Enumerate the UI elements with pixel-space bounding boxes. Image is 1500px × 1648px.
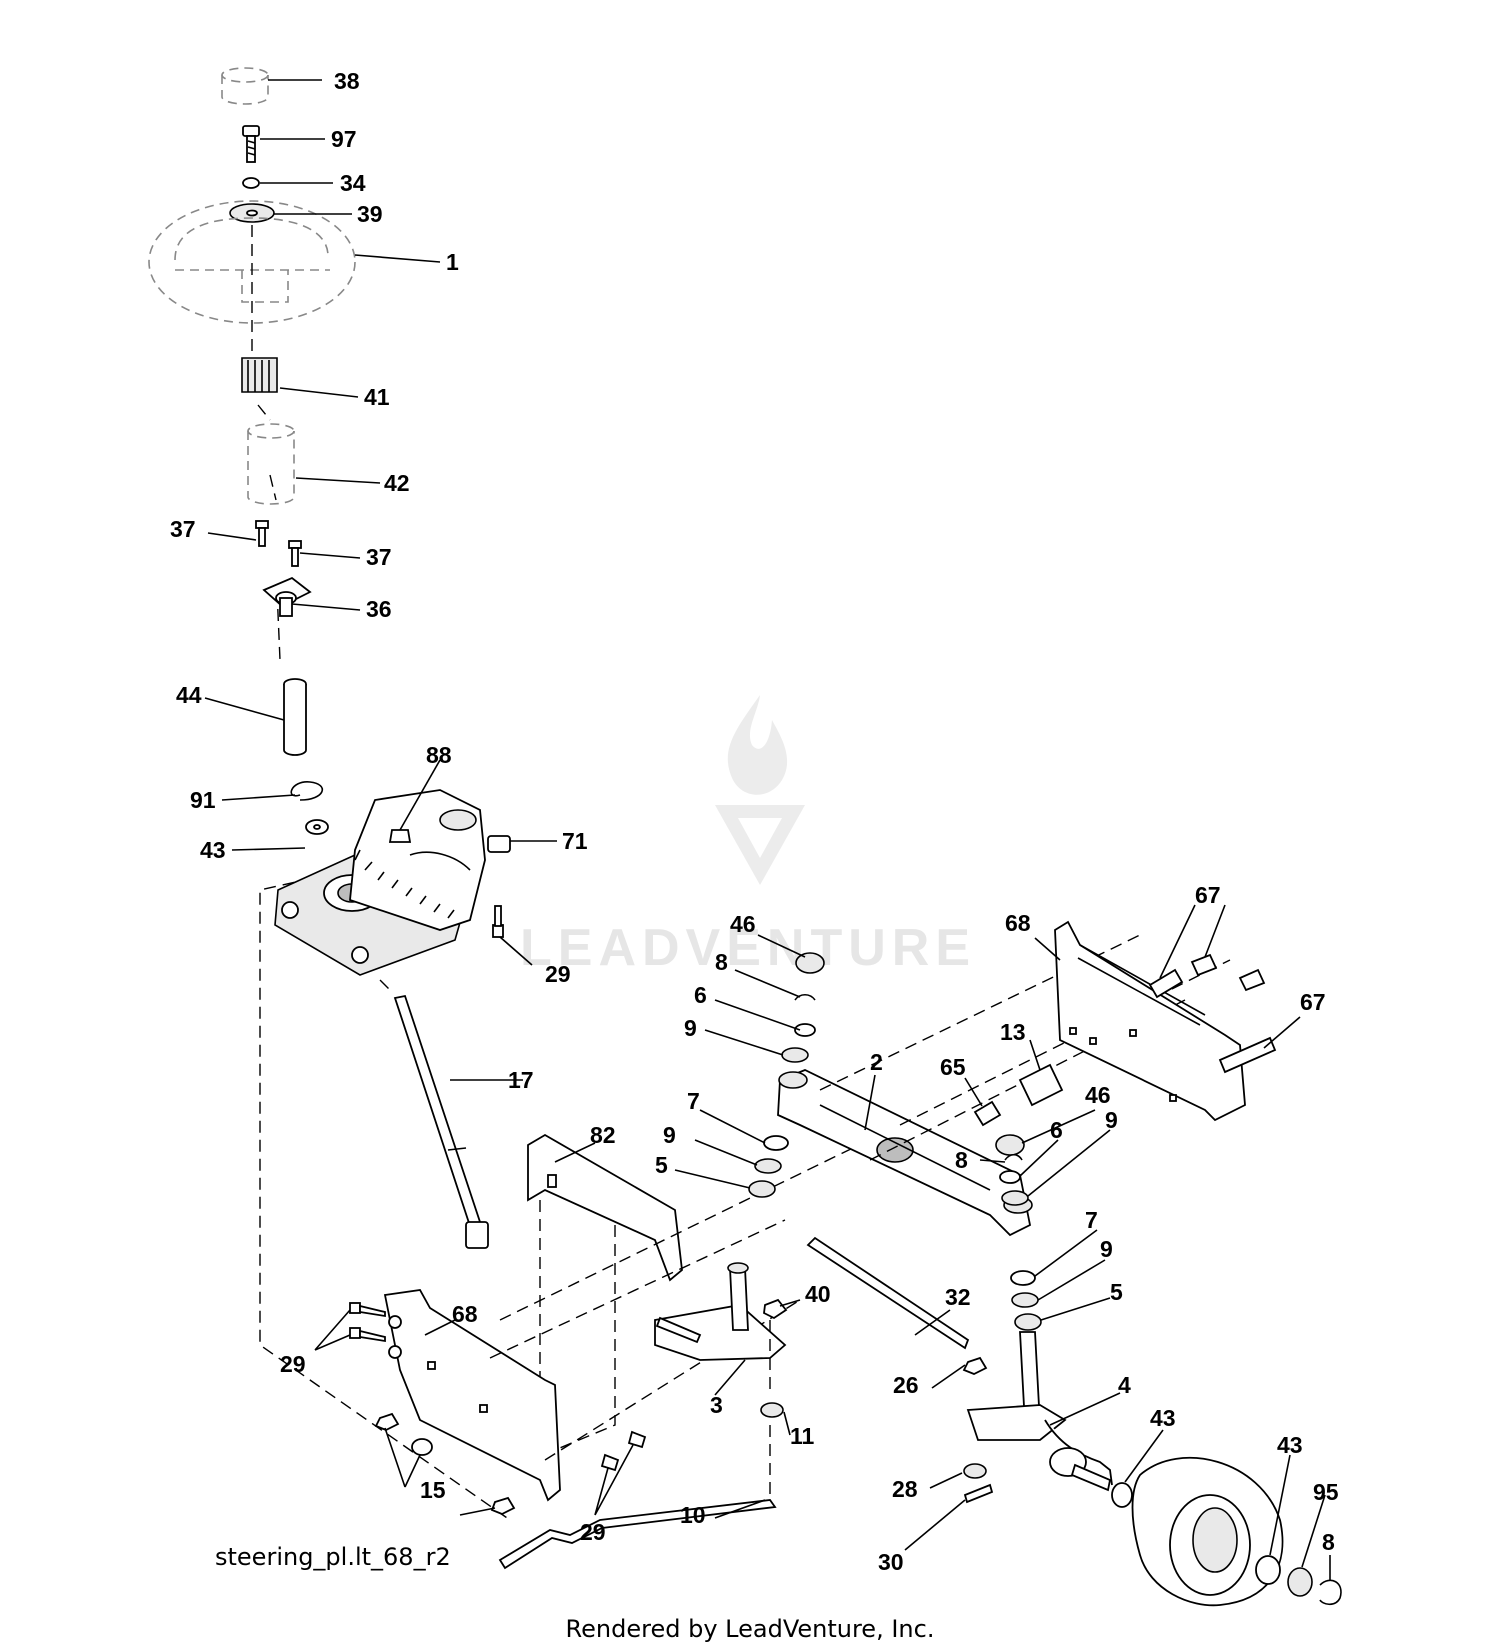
callout-28: 28 — [892, 1476, 918, 1502]
callout-38: 38 — [334, 68, 360, 94]
callout-65: 65 — [940, 1054, 966, 1080]
callout-10: 10 — [680, 1502, 706, 1528]
callout-40: 40 — [805, 1281, 831, 1307]
callout-8-right: 8 — [955, 1147, 968, 1173]
callout-29-bottom: 29 — [580, 1519, 606, 1545]
callout-8-left: 8 — [715, 949, 728, 975]
spindle-and-wheel-parts — [498, 1236, 1342, 1607]
callout-3: 3 — [710, 1392, 723, 1418]
diagram-filename-label: steering_pl.lt_68_r2 — [215, 1543, 451, 1571]
callout-9-right: 9 — [1105, 1107, 1118, 1133]
callout-17: 17 — [508, 1067, 534, 1093]
callout-67-top: 67 — [1195, 882, 1221, 908]
callout-6-right: 6 — [1050, 1117, 1063, 1143]
callout-68-left: 68 — [452, 1301, 478, 1327]
callout-67-right: 67 — [1300, 989, 1326, 1015]
callout-46-left: 46 — [730, 911, 756, 937]
callout-32: 32 — [945, 1284, 971, 1310]
callout-82: 82 — [590, 1122, 616, 1148]
callout-43-right: 43 — [1150, 1405, 1176, 1431]
callout-8-wheel: 8 — [1322, 1529, 1335, 1555]
callout-43-wheel: 43 — [1277, 1432, 1303, 1458]
watermark-text: LEADVENTURE — [520, 919, 976, 977]
callout-2: 2 — [870, 1049, 883, 1075]
leadventure-watermark: LEADVENTURE — [520, 695, 976, 977]
front-axle-parts — [748, 934, 1231, 1331]
steering-gear-assembly — [259, 789, 511, 1521]
callout-29-gear: 29 — [545, 961, 571, 987]
callout-37-left: 37 — [170, 516, 196, 542]
callout-leaders — [204, 79, 1331, 1580]
callout-5-right: 5 — [1110, 1279, 1123, 1305]
callout-13: 13 — [1000, 1019, 1026, 1045]
callout-7-right: 7 — [1085, 1207, 1098, 1233]
callout-95: 95 — [1313, 1479, 1339, 1505]
callout-26: 26 — [893, 1372, 919, 1398]
callout-9-right-lower: 9 — [1100, 1236, 1113, 1262]
rendered-by-footer: Rendered by LeadVenture, Inc. — [566, 1615, 935, 1643]
callout-71: 71 — [562, 828, 588, 854]
steering-column-parts — [148, 67, 356, 835]
callout-68-right: 68 — [1005, 910, 1031, 936]
callout-30: 30 — [878, 1549, 904, 1575]
callout-11: 11 — [790, 1423, 815, 1449]
callout-37-right: 37 — [366, 544, 392, 570]
callout-15: 15 — [420, 1477, 446, 1503]
callout-42: 42 — [384, 470, 410, 496]
callout-43-upper: 43 — [200, 837, 226, 863]
callout-6-left: 6 — [694, 982, 707, 1008]
left-bracket-parts — [349, 1124, 901, 1515]
callout-91: 91 — [190, 787, 216, 813]
callout-41: 41 — [364, 384, 390, 410]
callout-46-right: 46 — [1085, 1082, 1111, 1108]
right-bracket-parts — [1054, 920, 1277, 1122]
callout-9-left-lower: 9 — [663, 1122, 676, 1148]
callout-labels: 38 97 34 39 1 41 42 37 37 36 44 88 91 43… — [170, 68, 1339, 1575]
callout-4: 4 — [1118, 1372, 1131, 1398]
callout-36: 36 — [366, 596, 392, 622]
callout-44: 44 — [176, 682, 202, 708]
callout-34: 34 — [340, 170, 366, 196]
callout-7-left: 7 — [687, 1088, 700, 1114]
callout-1: 1 — [446, 249, 459, 275]
callout-97: 97 — [331, 126, 357, 152]
callout-29-left: 29 — [280, 1351, 306, 1377]
callout-39: 39 — [357, 201, 383, 227]
callout-5-left: 5 — [655, 1152, 668, 1178]
callout-88: 88 — [426, 742, 452, 768]
callout-9-left: 9 — [684, 1015, 697, 1041]
